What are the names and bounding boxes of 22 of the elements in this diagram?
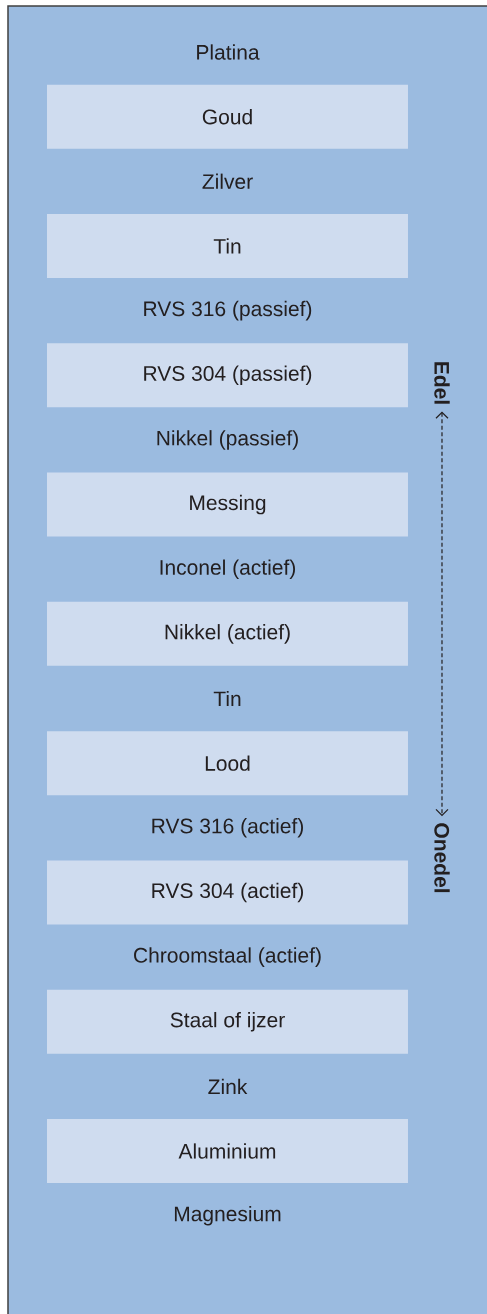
material-label: Inconel (actief)	[160, 559, 295, 579]
material-band: Goud	[47, 84, 408, 149]
dashed-arrow	[435, 411, 449, 817]
material-band: RVS 304 (passief)	[47, 343, 408, 408]
material-band: Tin	[47, 213, 408, 278]
material-label: Zilver	[202, 173, 253, 190]
side-label: Edel	[434, 362, 450, 404]
material-label: Zink	[208, 1078, 248, 1094]
material-label: RVS 316 (actief)	[152, 818, 303, 838]
material-label: Nikkel (passief)	[157, 430, 298, 450]
material-band: RVS 304 (actief)	[47, 860, 408, 925]
material-label: RVS 316 (passief)	[144, 300, 312, 321]
material-band: Lood	[47, 731, 408, 796]
material-label: Platina	[197, 44, 260, 60]
material-band: Aluminium	[47, 1119, 408, 1184]
material-band: Messing	[47, 472, 408, 537]
material-label: Chroomstaal (actief)	[134, 947, 321, 967]
material-label: Tin	[213, 690, 241, 707]
material-label: Magnesium	[174, 1205, 281, 1226]
material-band: Staal of ijzer	[47, 989, 408, 1054]
material-band: Nikkel (actief)	[47, 601, 408, 666]
side-label: Onedel	[434, 823, 450, 893]
